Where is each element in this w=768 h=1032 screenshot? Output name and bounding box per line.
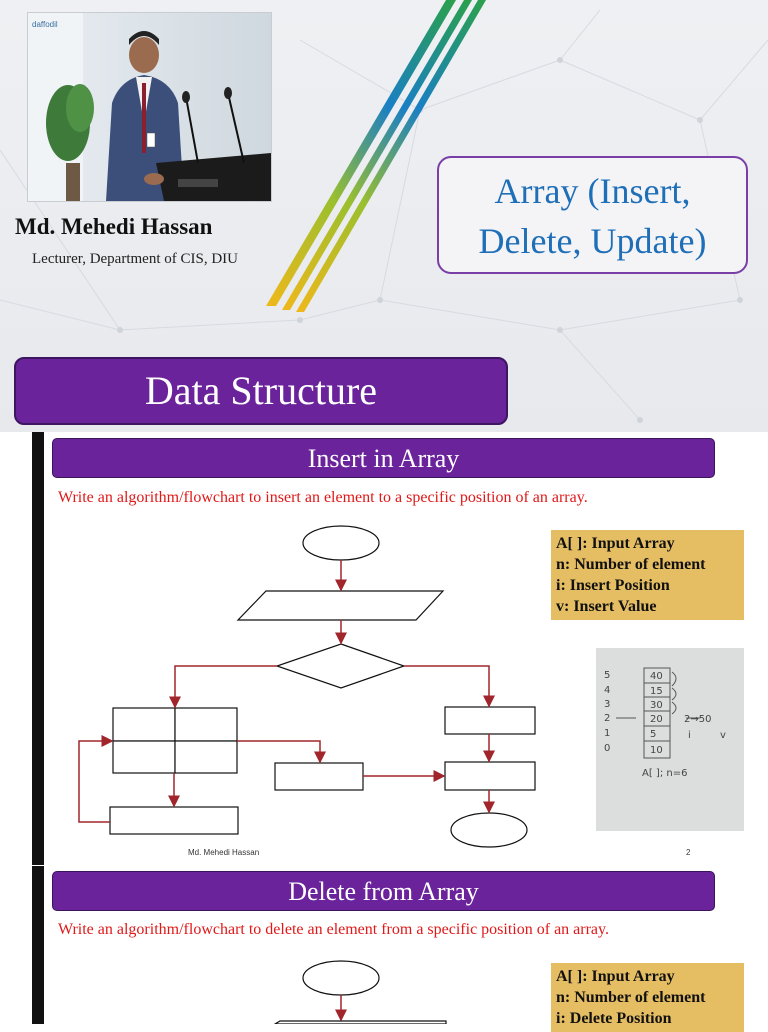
insert-slide: Insert in Array Write an algorithm/flowc… <box>0 432 768 865</box>
legend-item: A[ ]: Input Array <box>556 968 675 985</box>
start-terminal <box>302 960 380 996</box>
sketch-value: 15 <box>650 686 663 697</box>
speaker-name: Md. Mehedi Hassan <box>15 214 213 239</box>
process-box-bottom-left <box>109 806 239 835</box>
variable-legend: A[ ]: Input Array n: Number of element i… <box>551 530 744 620</box>
input-parallelogram <box>236 590 445 621</box>
sketch-value: 30 <box>650 700 663 711</box>
presentation-title: Array (Insert, Delete, Update) <box>437 156 748 274</box>
title-slide: daffodil Md. Mehedi Hassan Lecturer, Dep… <box>0 0 768 432</box>
sketch-note: v <box>720 730 726 741</box>
task-prompt: Write an algorithm/flowchart to insert a… <box>58 489 588 506</box>
process-box-middle <box>274 762 364 791</box>
sketch-value: 40 <box>650 671 663 682</box>
network-background <box>0 9 768 423</box>
start-terminal <box>302 525 380 561</box>
input-parallelogram <box>273 1020 447 1024</box>
sketch-note: i <box>688 730 691 741</box>
speaker-title: Lecturer, Department of CIS, DIU <box>32 251 238 267</box>
sketch-note: 2→50 <box>684 714 711 725</box>
sketch-index: 0 <box>604 743 610 754</box>
insert-flowchart <box>78 525 536 848</box>
process-box-right-lower <box>444 761 536 791</box>
legend-item: i: Delete Position <box>556 1010 672 1027</box>
course-banner: Data Structure <box>14 357 508 425</box>
legend-item: A[ ]: Input Array <box>556 535 675 552</box>
end-terminal <box>450 812 528 848</box>
loop-box-right-top <box>174 707 238 742</box>
legend-item: n: Number of element <box>556 989 706 1006</box>
sketch-index: 2 <box>604 713 610 724</box>
footer-page-number: 2 <box>686 848 691 857</box>
loop-box-left-top <box>112 707 176 742</box>
footer-author: Md. Mehedi Hassan <box>188 848 260 857</box>
slide-header: Insert in Array <box>52 438 715 478</box>
legend-item: i: Insert Position <box>556 577 670 594</box>
title-line-2: Delete, Update) <box>478 221 707 261</box>
sketch-caption: A[ ]; n=6 <box>642 768 687 779</box>
sketch-value: 10 <box>650 745 663 756</box>
sketch-value: 20 <box>650 714 663 725</box>
decorative-stripes <box>266 0 486 312</box>
legend-item: v: Insert Value <box>556 598 657 615</box>
sketch-index: 3 <box>604 699 610 710</box>
title-line-1: Array (Insert, <box>494 171 691 211</box>
slide-header: Delete from Array <box>52 871 715 911</box>
loop-box-left-bottom <box>112 740 176 774</box>
sketch-index: 1 <box>604 728 610 739</box>
loop-box-right-bottom <box>174 740 238 774</box>
delete-flowchart <box>273 960 447 1024</box>
sketch-index: 5 <box>604 670 610 681</box>
sketch-index: 4 <box>604 685 610 696</box>
decision-diamond <box>275 643 406 689</box>
legend-item: n: Number of element <box>556 556 706 573</box>
slide-left-bar <box>32 866 44 1024</box>
speaker-photo: daffodil <box>27 12 272 202</box>
slide-left-bar <box>32 432 44 865</box>
backdrop-logo-text: daffodil <box>32 20 58 29</box>
task-prompt: Write an algorithm/flowchart to delete a… <box>58 921 609 938</box>
variable-legend: A[ ]: Input Array n: Number of element i… <box>551 963 744 1032</box>
sketch-value: 5 <box>650 729 656 740</box>
delete-slide: Delete from Array Write an algorithm/flo… <box>0 866 768 1032</box>
handwritten-array-sketch: 5 4 3 2 1 0 40 15 30 20 5 <box>596 648 744 831</box>
process-box-right <box>444 706 536 735</box>
